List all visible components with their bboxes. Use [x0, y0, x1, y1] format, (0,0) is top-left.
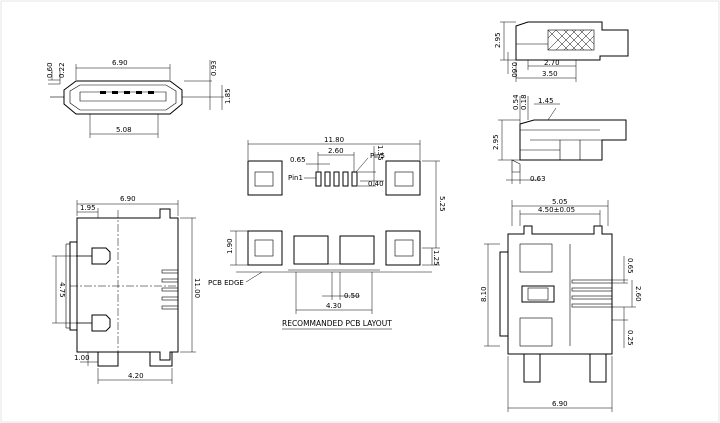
- bottom-dim-span: 8.10: [480, 286, 488, 302]
- pcb-dim-pad-gap: 0.40: [368, 180, 384, 188]
- top-dim-offset: 1.95: [80, 204, 96, 212]
- top-dim-length: 11.00: [193, 278, 201, 298]
- side-dim-height: 2.95: [494, 32, 502, 48]
- pcb-dim-vertical: 5.25: [438, 196, 446, 212]
- pcb-pad-top-right: [385, 160, 421, 196]
- pin1-label: Pin1: [288, 174, 303, 182]
- pcb-pad-top-left: [247, 160, 283, 196]
- pcb-edge-label: PCB EDGE: [208, 279, 244, 287]
- front-dim-right-upper: 0.93: [210, 60, 218, 76]
- side-dim-inner: 2.70: [544, 59, 560, 67]
- front-dim-bottom-width: 5.08: [116, 126, 132, 134]
- bottom-dim-pin: 0.65: [626, 258, 634, 274]
- detail-dim-base: 0.63: [530, 175, 546, 183]
- pcb-pad-bottom-left: [247, 230, 283, 266]
- bottom-dim-inner: 4.50±0.05: [538, 206, 575, 214]
- side-hatch-region: [547, 29, 595, 51]
- front-dim-right-lower: 1.85: [224, 88, 232, 104]
- side-dim-length: 3.50: [542, 70, 558, 78]
- front-dim-top-width: 6.90: [112, 59, 128, 67]
- pcb-dim-lower-right: 1.25: [432, 250, 440, 266]
- pcb-dim-bottom: 4.30: [326, 302, 342, 310]
- bottom-dim-tail: 0.25: [626, 330, 634, 346]
- detail-dim-d1: 0.54: [512, 94, 520, 110]
- side-dim-thickness: 0.60: [510, 62, 518, 78]
- bottom-dim-pitch-group: 2.60: [634, 286, 642, 302]
- detail-dim-d2: 0.18: [520, 94, 528, 110]
- top-view-pins: [161, 269, 179, 310]
- front-view: 6.90 0.60 0.22 0.93 1.85 5.08: [46, 59, 232, 138]
- pcb-dim-lower-left: 1.90: [226, 238, 234, 254]
- bottom-dim-outer: 5.05: [552, 198, 568, 206]
- pcb-layout-title: RECOMMANDED PCB LAYOUT: [282, 319, 392, 328]
- front-dim-left-upper: 0.60: [46, 62, 54, 78]
- pcb-pad-bottom-right: [385, 230, 421, 266]
- top-dim-pitch: 1.00: [74, 354, 90, 362]
- bottom-dim-width: 6.90: [552, 400, 568, 408]
- pcb-signal-pads: [315, 171, 358, 187]
- pin5-label: Pin5: [370, 152, 385, 160]
- pcb-layout: PCB EDGE 11.80 2.60 0.65 Pin5 Pin1 1.35 …: [208, 136, 446, 330]
- detail-dim-angle: 1.45: [538, 97, 554, 105]
- top-dim-span: 4.20: [128, 372, 144, 380]
- front-dim-left-lower: 0.22: [58, 62, 66, 78]
- detail-dim-height: 2.95: [492, 134, 500, 150]
- pcb-dim-overall: 11.80: [324, 136, 344, 144]
- side-view: 2.95 0.60 2.70 3.50: [494, 21, 629, 82]
- top-dim-spacing: 4.75: [58, 282, 66, 298]
- pcb-dim-pad-height: 1.35: [376, 145, 384, 161]
- top-view: 6.90 1.95 4.75 11.00 1.00 4.20: [52, 195, 201, 384]
- pcb-dim-pad-width: 0.65: [290, 156, 306, 164]
- top-dim-width: 6.90: [120, 195, 136, 203]
- pcb-dim-pin-span: 2.60: [328, 147, 344, 155]
- detail-view: 0.54 0.18 1.45 2.95 0.63: [492, 94, 627, 184]
- bottom-view-pins: [571, 279, 613, 308]
- pcb-dim-pitch: 0.50: [344, 292, 360, 300]
- bottom-view: 5.05 4.50±0.05 0.65 2.60 0.25 8.10 6.90: [480, 198, 642, 412]
